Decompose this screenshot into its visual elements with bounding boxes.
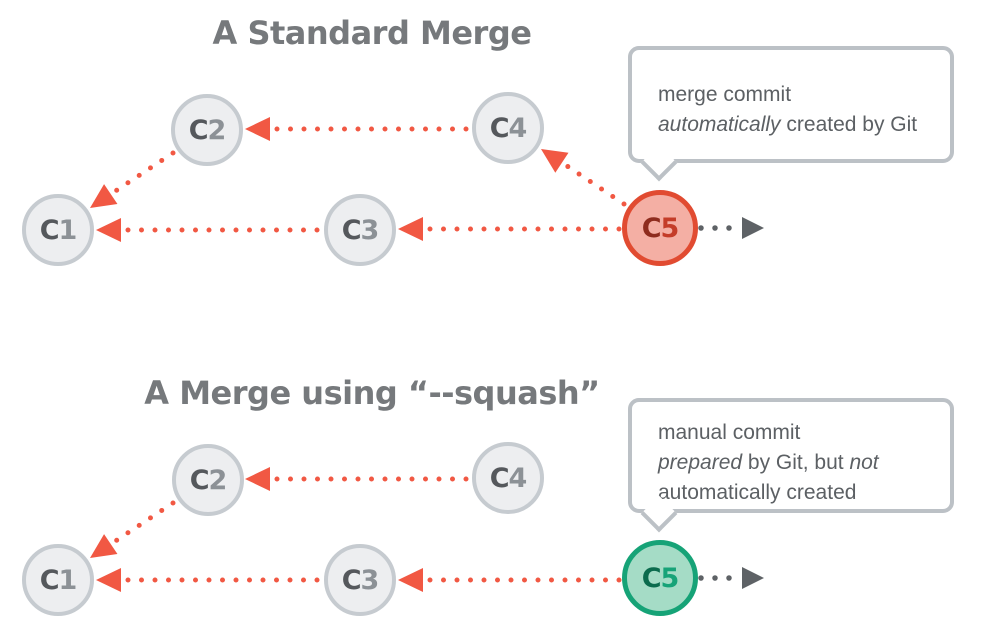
branch-continues-arrow (698, 217, 764, 239)
arrowhead-left-icon (96, 568, 121, 592)
arrowhead-left-icon (245, 117, 270, 141)
arrowhead-left-icon (398, 217, 423, 241)
commit-label: C (188, 114, 209, 146)
arrowhead-left-icon (245, 467, 270, 491)
commit-label: C (641, 562, 662, 594)
edge-c4-to-c2-squash (245, 467, 474, 491)
edge-c3-to-c1 (96, 218, 325, 242)
commit-label: C (189, 464, 210, 496)
squash-merge-title: A Merge using “--squash” (144, 374, 600, 412)
callout-line-1: merge commit (658, 83, 792, 106)
commit-label: C (341, 564, 362, 596)
edge-c5-to-c3 (398, 217, 625, 241)
commit-label: C (341, 214, 362, 246)
branch-continues-arrow-squash (698, 567, 764, 589)
edge-c2-to-c1-squash (90, 500, 176, 558)
edge-c2-to-c1 (90, 150, 176, 208)
edge-c3-to-c1-squash (96, 568, 325, 592)
arrowhead-left-icon (398, 568, 423, 592)
commit-label: C (641, 212, 662, 244)
arrowhead-right-icon (742, 567, 764, 589)
arrowhead-diagonal-icon (90, 184, 118, 208)
commit-label: C (489, 112, 510, 144)
arrowhead-diagonal-icon (90, 534, 118, 558)
callout-line-1: manual commit (658, 421, 801, 444)
commit-label: C (489, 462, 510, 494)
callout-line-2: prepared by Git, but not (658, 451, 879, 474)
edge-c5-to-c3-squash (398, 568, 625, 592)
manual-commit-callout: manual commit prepared by Git, but not a… (628, 398, 954, 513)
arrowhead-right-icon (742, 217, 764, 239)
callout-line-2: automatically created by Git (658, 113, 918, 136)
commit-label: C (39, 564, 60, 596)
edge-c4-to-c2 (245, 117, 474, 141)
commit-label: C (39, 214, 60, 246)
arrowhead-diagonal-icon (541, 149, 569, 173)
edge-c5-to-c4 (541, 149, 627, 207)
arrowhead-left-icon (96, 218, 121, 242)
callout-line-3: automatically created (658, 481, 857, 504)
merge-commit-callout: merge commit automatically created by Gi… (628, 46, 954, 163)
standard-merge-title: A Standard Merge (212, 14, 532, 52)
